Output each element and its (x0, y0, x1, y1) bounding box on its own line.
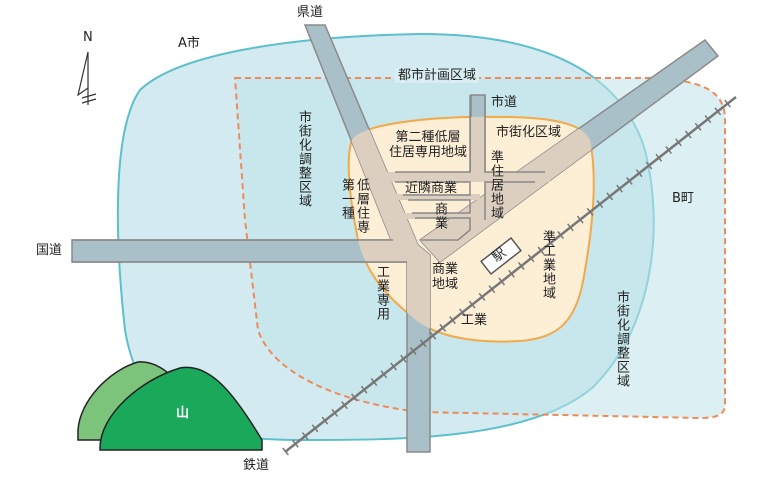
prefectural-road-label: 県道 (297, 5, 324, 20)
railway-label: 鉄道 (243, 458, 270, 473)
commercial-area-line2: 地域 (432, 277, 459, 292)
second-low-residential-line2: 住居専用地域 (388, 145, 467, 160)
industrial-exclusive-label: 工業専用 (374, 265, 389, 321)
commercial-area-line1: 商業 (432, 262, 459, 277)
city-planning-area-label: 都市計画区域 (395, 68, 480, 83)
city-a-label: A市 (178, 36, 200, 51)
urbanization-area-label: 市街化区域 (496, 125, 562, 140)
quasi-industrial-label: 準工業地域 (540, 230, 555, 300)
city-road-label: 市道 (491, 95, 518, 110)
north-arrow-icon (77, 51, 97, 105)
mountain-label: 山 (176, 406, 190, 421)
north-label: N (83, 30, 93, 45)
town-b-label: B町 (672, 191, 694, 206)
commercial-small-label: 商業 (432, 202, 447, 230)
urbanization-control-right-label: 市街化調整区域 (614, 290, 629, 388)
first-low-residential-col1: 第一種 (339, 178, 354, 220)
quasi-residential-label: 準住居地域 (488, 150, 503, 220)
second-low-residential-line1: 第二種低層 (395, 130, 461, 145)
railway-line (282, 93, 739, 456)
first-low-residential-col2: 低層住専 (354, 178, 369, 234)
industrial-label: 工業 (461, 313, 488, 328)
station-box (480, 236, 522, 276)
urbanization-control-left-label: 市街化調整区域 (296, 110, 311, 208)
mountain-front (99, 366, 263, 451)
neighborhood-commercial-label: 近隣商業 (405, 181, 458, 196)
national-road-label: 国道 (36, 243, 63, 258)
